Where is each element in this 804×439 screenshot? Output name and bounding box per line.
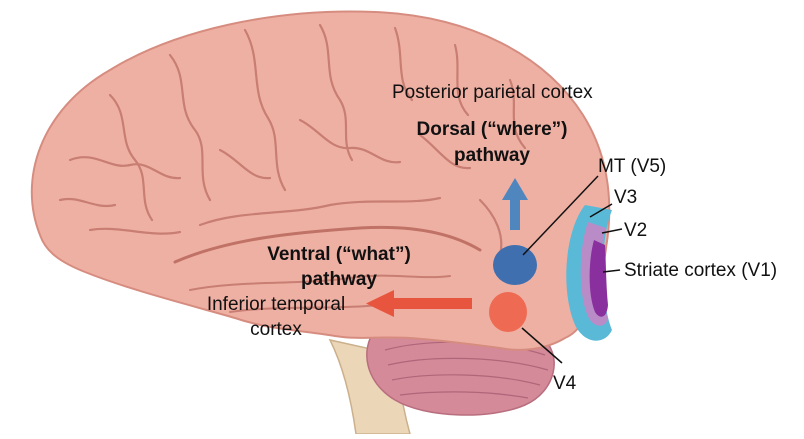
v4-area: [489, 292, 527, 332]
mt-area: [493, 245, 537, 285]
dorsal-pathway-label-2: pathway: [454, 145, 530, 166]
inferior-temporal-label-2: cortex: [250, 319, 302, 340]
ventral-pathway-label: Ventral (“what”): [267, 244, 411, 265]
ventral-pathway-label-2: pathway: [301, 269, 377, 290]
striate-cortex-label: Striate cortex (V1): [624, 260, 777, 281]
posterior-parietal-label: Posterior parietal cortex: [392, 82, 593, 103]
inferior-temporal-label: Inferior temporal: [207, 294, 345, 315]
v4-label: V4: [553, 373, 577, 394]
v3-label: V3: [614, 187, 637, 208]
mt-label: MT (V5): [598, 156, 666, 177]
v2-label: V2: [624, 220, 647, 241]
dorsal-pathway-label: Dorsal (“where”): [417, 119, 568, 140]
